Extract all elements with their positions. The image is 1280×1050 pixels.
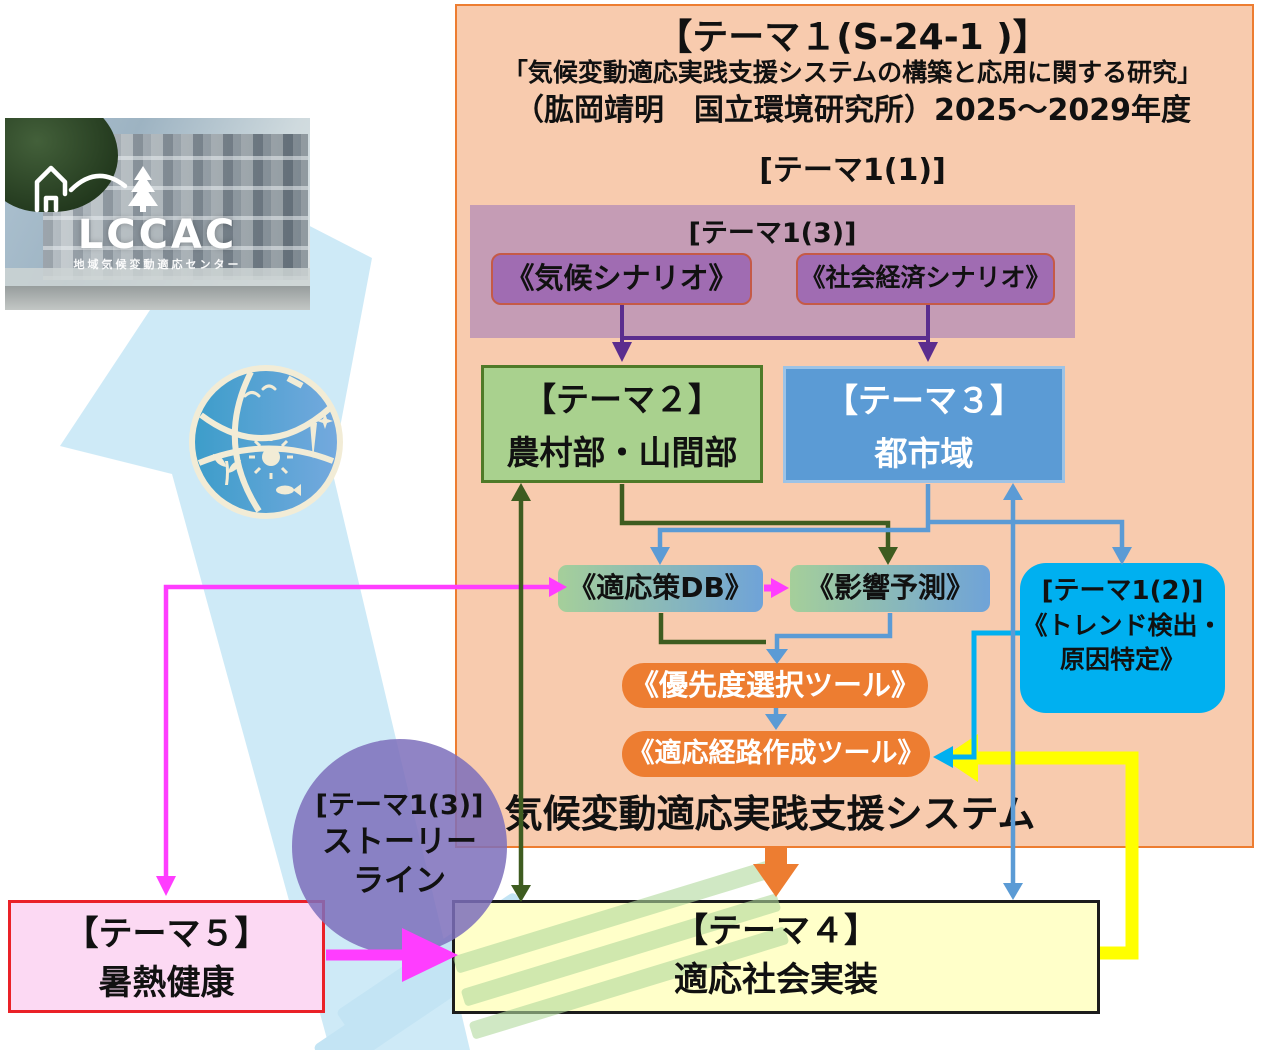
lccac-building-photo: LCCAC 地域気候変動適応センター [5, 118, 310, 310]
theme4-subtitle: 適応社会実装 [674, 960, 878, 1001]
theme1-research-title: 「気候変動適応実践支援システムの構築と応用に関する研究」 [502, 58, 1203, 87]
trend-box-label: [テーマ1(2)] [1041, 576, 1204, 606]
socioeconomic-scenario-box: 《社会経済シナリオ》 [796, 253, 1055, 305]
scenario-group-label: [テーマ1(3)] [688, 218, 857, 249]
support-system-label: 気候変動適応実践支援システム [504, 792, 1036, 836]
lccac-logo: LCCAC 地域気候変動適応センター [5, 160, 310, 272]
theme1-sub-label: [テーマ1(1)] [759, 153, 946, 188]
theme1-title: 【テーマ１(S-24-1 )】 [656, 17, 1049, 58]
logo-house-icon [34, 165, 68, 213]
road [5, 286, 310, 310]
theme3-title: 【テーマ３】 [825, 381, 1023, 420]
theme2-area: 農村部・山間部 [506, 433, 738, 473]
priority-selection-tool-box: 《優先度選択ツール》 [622, 663, 928, 708]
impact-projection-box: 《影響予測》 [790, 565, 990, 612]
logo-door-icon [43, 195, 59, 213]
theme3-area: 都市域 [874, 434, 974, 474]
climate-scenario-box: 《気候シナリオ》 [491, 253, 752, 305]
theme5-subtitle: 暑熱健康 [98, 963, 235, 1004]
storyline-line1: ストーリー [322, 823, 477, 860]
theme2-title: 【テーマ２】 [523, 380, 721, 419]
logo-tree-icon [128, 166, 158, 212]
lccac-subtitle: 地域気候変動適応センター [73, 258, 242, 271]
trend-detection-box: [テーマ1(2)] 《トレンド検出・ 原因特定》 [1020, 563, 1225, 713]
trend-box-line1: 《トレンド検出・ [1022, 610, 1223, 640]
theme3-box: 【テーマ３】 都市域 [783, 366, 1065, 483]
storyline-circle: [テーマ1(3)] ストーリー ライン [292, 739, 507, 954]
theme5-box: 【テーマ５】 暑熱健康 [8, 900, 325, 1013]
lccac-logo-icons [34, 165, 158, 213]
theme1-credit: （肱岡靖明 国立環境研究所）2025～2029年度 [514, 93, 1191, 128]
theme2-box: 【テーマ２】 農村部・山間部 [481, 365, 763, 483]
storyline-label: [テーマ1(3)] [315, 790, 484, 821]
trend-box-line2: 原因特定》 [1059, 644, 1185, 674]
adaptation-db-box: 《適応策DB》 [558, 565, 763, 612]
adaptation-pathway-tool-box: 《適応経路作成ツール》 [622, 731, 930, 777]
storyline-line2: ライン [353, 862, 446, 899]
earth-globe-icon [189, 365, 343, 519]
lccac-acronym: LCCAC [77, 212, 238, 258]
theme5-title: 【テーマ５】 [64, 914, 269, 954]
logo-curve-icon [68, 173, 128, 193]
theme4-text: 【テーマ４】 適応社会実装 [452, 907, 1100, 1006]
theme4-title: 【テーマ４】 [674, 911, 878, 951]
